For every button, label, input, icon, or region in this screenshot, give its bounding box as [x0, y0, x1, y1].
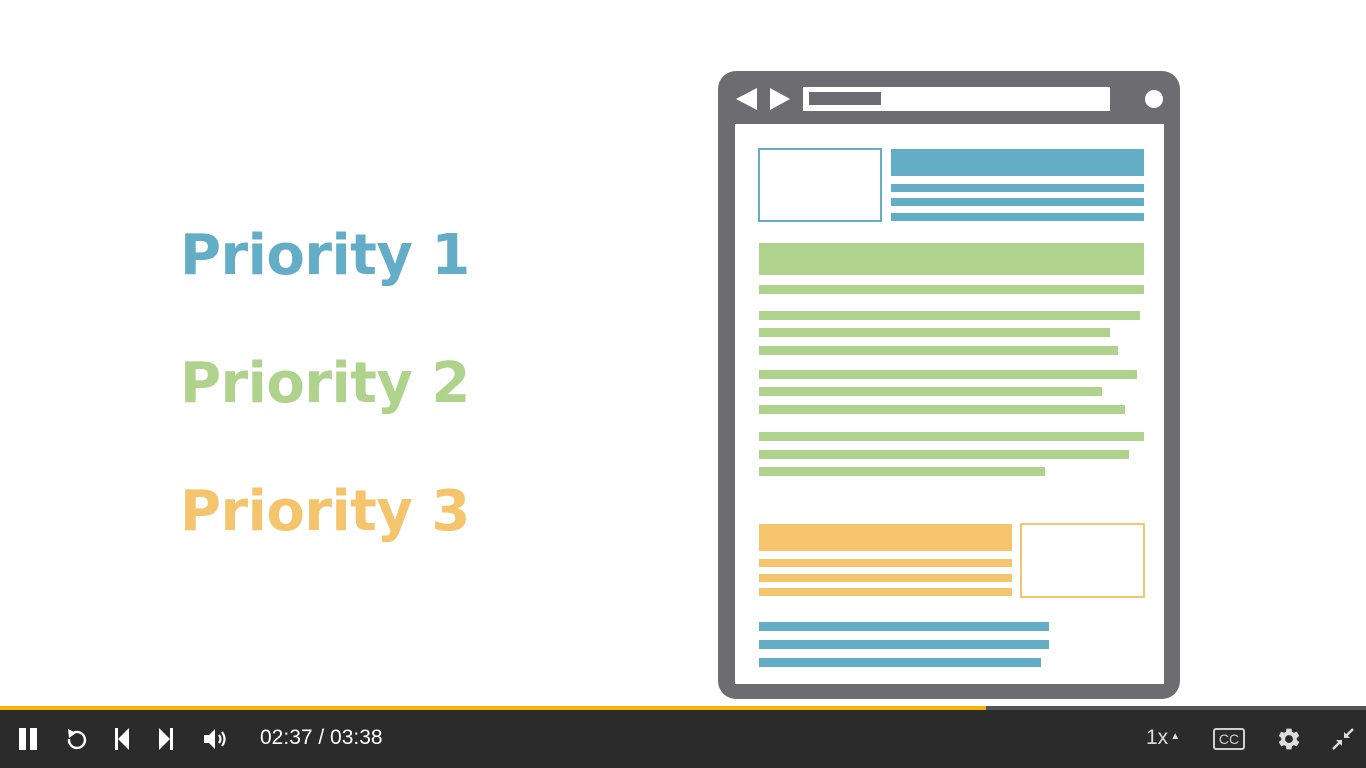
- video-frame[interactable]: Priority 1 Priority 2 Priority 3: [0, 0, 1366, 706]
- exit-fullscreen-icon: [1332, 728, 1354, 750]
- back-arrow-icon: [736, 88, 757, 110]
- skip-back-icon: [115, 728, 129, 750]
- replay-icon: [67, 729, 87, 750]
- time-display: 02:37 / 03:38: [260, 726, 383, 749]
- captions-button[interactable]: CC: [1213, 728, 1245, 750]
- priority-2-label: Priority 2: [180, 351, 470, 416]
- player-controls: 02:37 / 03:38 1x▲ CC: [0, 710, 1366, 768]
- skip-forward-button[interactable]: [152, 710, 180, 768]
- webpage-illustration: [718, 71, 1180, 699]
- cc-label: CC: [1218, 731, 1240, 747]
- browser-viewport: [735, 124, 1164, 684]
- volume-button[interactable]: [199, 710, 233, 768]
- orange-heading-bar: [759, 524, 1012, 551]
- priority-1-label: Priority 1: [180, 223, 470, 288]
- caret-up-icon: ▲: [1170, 730, 1181, 742]
- blue-heading-bar: [891, 149, 1144, 176]
- browser-dot-icon: [1145, 90, 1163, 108]
- progress-bar-fill: [0, 706, 987, 710]
- settings-button[interactable]: [1274, 710, 1304, 768]
- volume-icon: [204, 729, 226, 749]
- skip-forward-icon: [159, 728, 173, 750]
- blue-image-box: [758, 148, 882, 222]
- pause-button[interactable]: [12, 710, 44, 768]
- speed-label: 1x: [1146, 726, 1169, 749]
- skip-back-button[interactable]: [108, 710, 136, 768]
- green-heading-bar: [759, 243, 1144, 275]
- playback-speed-button[interactable]: 1x▲: [1146, 710, 1180, 766]
- pause-icon: [19, 728, 37, 750]
- progress-bar[interactable]: [0, 706, 1366, 710]
- gear-icon: [1278, 728, 1300, 750]
- orange-image-box: [1020, 523, 1145, 598]
- forward-arrow-icon: [770, 88, 790, 110]
- priority-3-label: Priority 3: [180, 479, 470, 544]
- exit-fullscreen-button[interactable]: [1328, 710, 1358, 768]
- address-bar-text: [809, 92, 881, 105]
- replay-button[interactable]: [60, 710, 92, 768]
